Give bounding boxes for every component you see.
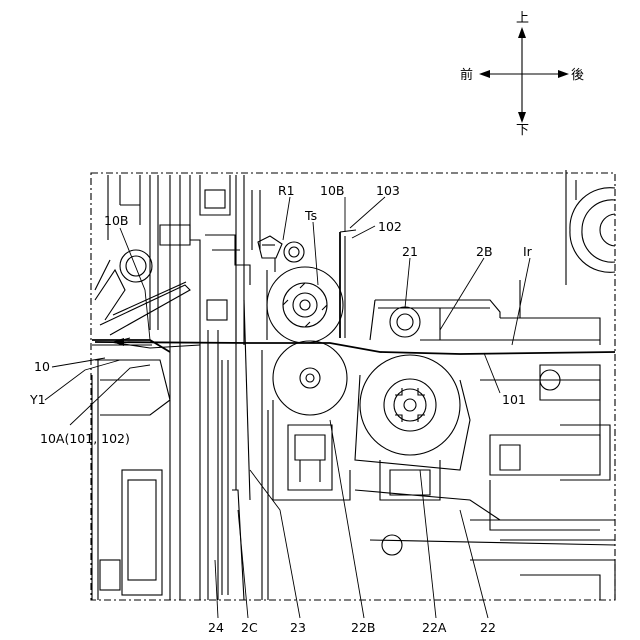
compass-down-label: 下 [516,123,529,138]
label-22: 22 [480,620,496,635]
label-y1: Y1 [29,392,46,407]
label-24: 24 [208,620,224,635]
roller-22b [262,341,350,600]
direction-compass: 上 下 前 後 [460,11,584,138]
roller-22a [355,355,500,520]
reference-labels: R1 10B 103 Ts 102 21 2B Ir 10B 10 Y1 10A… [29,183,533,635]
label-10: 10 [34,359,50,374]
label-10a: 10A(101, 102) [40,431,130,446]
label-103: 103 [376,183,400,198]
label-22b: 22B [351,620,375,635]
r1-roller [258,236,304,272]
upper-right-roller [566,170,615,285]
label-22a: 22A [422,620,447,635]
label-102: 102 [378,219,402,234]
left-structure [92,175,260,600]
board-24-2c [222,300,250,600]
guide-plate-102 [340,230,356,338]
label-23: 23 [290,620,306,635]
label-2b: 2B [476,244,493,259]
label-ts: Ts [304,208,317,223]
label-10b-left: 10B [104,213,128,228]
label-ir: Ir [523,244,533,259]
ts-roller [267,267,343,343]
compass-back-label: 後 [571,68,584,83]
label-2c: 2C [241,620,258,635]
label-21: 21 [402,244,418,259]
compass-front-label: 前 [460,67,473,83]
label-101: 101 [502,392,526,407]
compass-up-label: 上 [516,11,529,26]
roller-21 [370,280,600,345]
label-10b-top: 10B [320,183,344,198]
label-r1: R1 [278,183,295,198]
